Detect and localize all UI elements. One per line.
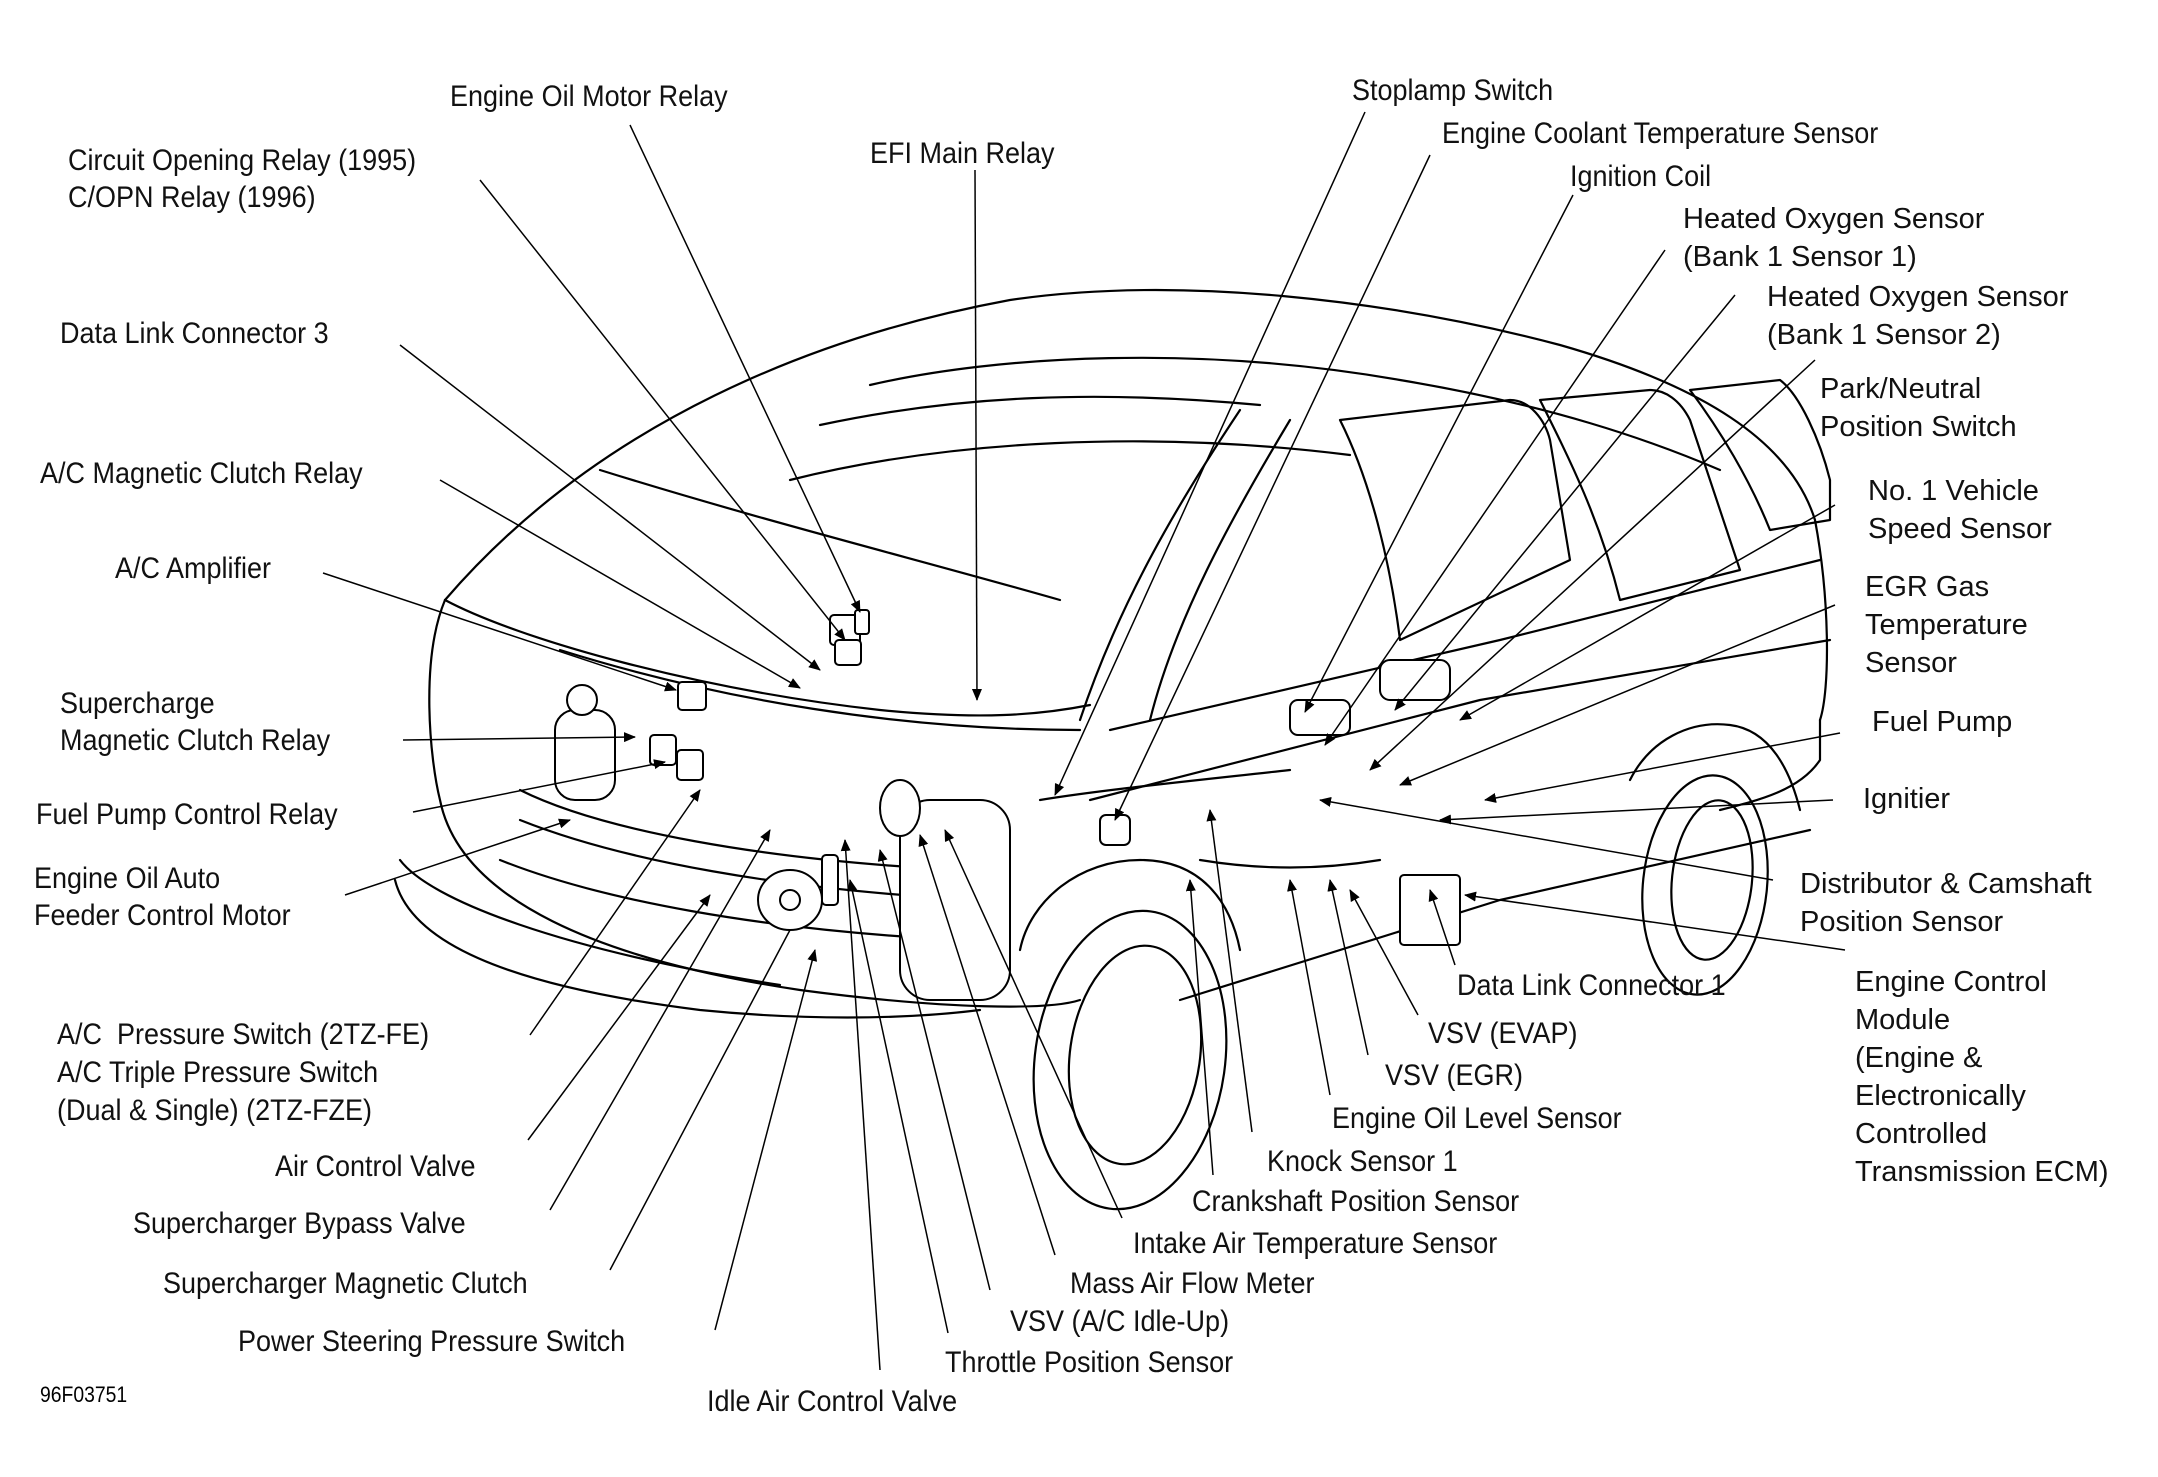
- label-ac-magnetic-clutch-relay: A/C Magnetic Clutch Relay: [40, 457, 363, 490]
- label-efi-main-relay: EFI Main Relay: [870, 137, 1055, 170]
- leader-heated-oxygen-b1s1: [1324, 249, 1666, 746]
- label-engine-control-module: Engine Control Module (Engine & Electron…: [1855, 966, 2109, 1188]
- leader-air-control-valve: [527, 894, 711, 1141]
- leader-stoplamp-switch: [1054, 111, 1366, 796]
- label-heated-oxygen-sensor-b1s1: Heated Oxygen Sensor (Bank 1 Sensor 1): [1683, 203, 1985, 273]
- leader-ac-amplifier: [322, 572, 677, 692]
- leader-vsv-egr: [1327, 879, 1369, 1056]
- leader-ac-pressure-switch: [529, 789, 701, 1036]
- leader-data-link-connector-3: [399, 344, 821, 671]
- leader-park-neutral-switch: [1369, 359, 1816, 771]
- label-stoplamp-switch: Stoplamp Switch: [1352, 74, 1554, 107]
- label-circuit-opening-relay: Circuit Opening Relay (1995) C/OPN Relay…: [68, 144, 417, 214]
- label-knock-sensor-1: Knock Sensor 1: [1267, 1145, 1458, 1178]
- leader-vsv-ac-idle-up: [877, 849, 991, 1291]
- leader-egr-gas-temperature: [1399, 604, 1836, 786]
- label-fuel-pump: Fuel Pump: [1872, 706, 2013, 738]
- leader-lines: [322, 111, 1846, 1371]
- leader-power-steering-switch: [714, 949, 818, 1331]
- leader-knock-sensor-1: [1206, 809, 1253, 1133]
- label-supercharge-magnetic-clutch-relay: Supercharge Magnetic Clutch Relay: [60, 687, 331, 757]
- label-power-steering-pressure-switch: Power Steering Pressure Switch: [238, 1325, 626, 1358]
- leader-heated-oxygen-b1s2: [1394, 294, 1736, 711]
- label-egr-gas-temperature-sensor: EGR Gas Temperature Sensor: [1865, 571, 2028, 679]
- label-heated-oxygen-sensor-b1s2: Heated Oxygen Sensor (Bank 1 Sensor 2): [1767, 281, 2069, 351]
- label-vsv-ac-idle-up: VSV (A/C Idle-Up): [1010, 1305, 1230, 1338]
- leader-no1-vehicle-speed: [1459, 504, 1836, 721]
- label-supercharger-bypass-valve: Supercharger Bypass Valve: [133, 1207, 466, 1240]
- leader-crankshaft-position: [1185, 879, 1214, 1176]
- label-fuel-pump-control-relay: Fuel Pump Control Relay: [36, 798, 338, 831]
- label-ac-pressure-switch: A/C Pressure Switch (2TZ-FE) A/C Triple …: [57, 1018, 430, 1127]
- label-data-link-connector-1: Data Link Connector 1: [1457, 969, 1726, 1002]
- label-data-link-connector-3: Data Link Connector 3: [60, 317, 329, 350]
- leader-supercharger-magnetic-clutch: [609, 929, 791, 1271]
- leader-throttle-position-sensor: [847, 879, 949, 1334]
- leader-supercharge-relay: [402, 732, 636, 743]
- leader-fuel-pump: [1484, 732, 1841, 803]
- figure-code: 96F03751: [40, 1382, 128, 1407]
- label-engine-oil-level-sensor: Engine Oil Level Sensor: [1332, 1102, 1622, 1135]
- leader-engine-oil-motor-relay: [629, 124, 861, 613]
- label-no1-vehicle-speed-sensor: No. 1 Vehicle Speed Sensor: [1868, 475, 2052, 545]
- label-park-neutral-position-switch: Park/Neutral Position Switch: [1820, 373, 2017, 443]
- leader-distributor-camshaft: [1319, 796, 1774, 881]
- label-throttle-position-sensor: Throttle Position Sensor: [945, 1346, 1234, 1379]
- label-air-control-valve: Air Control Valve: [275, 1150, 476, 1183]
- label-supercharger-magnetic-clutch: Supercharger Magnetic Clutch: [163, 1267, 528, 1300]
- label-ignition-coil: Ignition Coil: [1570, 160, 1712, 193]
- label-crankshaft-position-sensor: Crankshaft Position Sensor: [1192, 1185, 1520, 1218]
- vehicle-outline: [393, 289, 1832, 1211]
- label-mass-air-flow-meter: Mass Air Flow Meter: [1070, 1267, 1315, 1300]
- leader-circuit-opening-relay: [479, 179, 846, 641]
- leader-vsv-evap: [1349, 889, 1419, 1016]
- label-vsv-evap: VSV (EVAP): [1428, 1017, 1578, 1050]
- leader-engine-control-module: [1464, 891, 1846, 951]
- leader-idle-air-control-valve: [840, 839, 881, 1371]
- label-vsv-egr: VSV (EGR): [1385, 1059, 1524, 1092]
- label-intake-air-temperature-sensor: Intake Air Temperature Sensor: [1133, 1227, 1498, 1260]
- leader-ignition-coil: [1304, 194, 1574, 713]
- leader-supercharger-bypass-valve: [549, 829, 771, 1211]
- leader-engine-oil-level: [1287, 879, 1331, 1096]
- label-ignitier: Ignitier: [1863, 783, 1951, 815]
- label-engine-oil-auto-feeder: Engine Oil Auto Feeder Control Motor: [34, 862, 291, 932]
- leader-intake-air-temperature: [944, 829, 1123, 1219]
- leader-ignitier: [1439, 799, 1834, 825]
- leader-mass-air-flow-meter: [918, 834, 1056, 1256]
- leader-ac-magnetic-clutch-relay: [439, 479, 801, 689]
- leader-fuel-pump-control-relay: [412, 759, 666, 813]
- label-ac-amplifier: A/C Amplifier: [115, 552, 272, 585]
- leader-efi-main-relay: [971, 169, 982, 701]
- leader-data-link-connector-1: [1428, 889, 1456, 966]
- label-idle-air-control-valve: Idle Air Control Valve: [707, 1385, 958, 1418]
- label-engine-coolant-temperature-sensor: Engine Coolant Temperature Sensor: [1442, 117, 1879, 150]
- leader-engine-oil-auto-feeder: [344, 818, 571, 896]
- label-engine-oil-motor-relay: Engine Oil Motor Relay: [450, 80, 728, 113]
- leader-engine-coolant-temp: [1114, 154, 1431, 821]
- label-distributor-camshaft-sensor: Distributor & Camshaft Position Sensor: [1800, 868, 2092, 938]
